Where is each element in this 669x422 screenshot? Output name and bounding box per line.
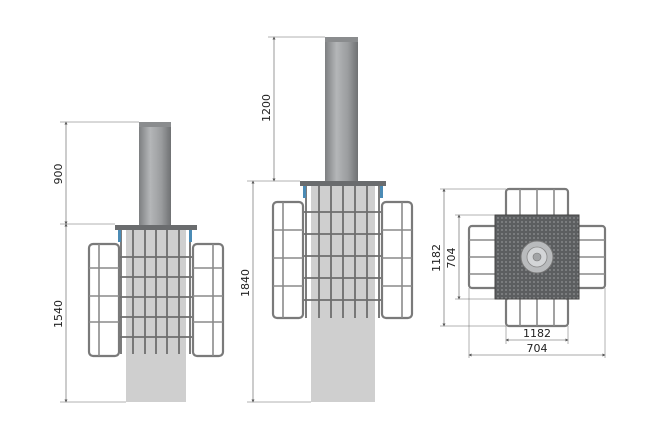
side-cage-left (271, 200, 305, 320)
side-cage-left (87, 242, 121, 358)
rebar-horizontals (303, 211, 383, 301)
bollard-column (325, 37, 358, 183)
top-plate (300, 181, 386, 186)
side-cage-right (191, 242, 225, 358)
side-cage-right (380, 200, 414, 320)
bollard-column (139, 122, 171, 227)
front-view-tall: 1200 1840 (239, 36, 414, 403)
anchor-bolt (380, 186, 383, 198)
dim-label-1840: 1840 (239, 269, 252, 297)
anchor-bolt (303, 186, 306, 198)
column-cap (139, 122, 171, 127)
anchor-bolt (118, 230, 121, 242)
dim-label-704-horizontal: 704 (527, 342, 548, 355)
top-view: 1182 704 1182 704 (430, 187, 607, 358)
dim-label-1182-horizontal: 1182 (523, 327, 551, 340)
column-cap (325, 37, 358, 42)
dim-label-704-vertical: 704 (445, 248, 458, 269)
rebar-verticals (120, 230, 191, 354)
dim-label-1182-vertical: 1182 (430, 244, 443, 272)
cage-right (575, 224, 607, 290)
rebar-verticals (305, 186, 380, 318)
rebar-horizontals (118, 256, 193, 338)
dim-label-1540: 1540 (52, 300, 65, 328)
dim-label-900: 900 (52, 164, 65, 185)
cage-top (504, 187, 570, 219)
cage-left (467, 224, 499, 290)
top-plate (115, 225, 197, 230)
cage-bottom (504, 296, 570, 328)
dim-label-1200: 1200 (260, 94, 273, 122)
anchor-bolt (189, 230, 192, 242)
front-view-short: 900 1540 (52, 121, 225, 403)
